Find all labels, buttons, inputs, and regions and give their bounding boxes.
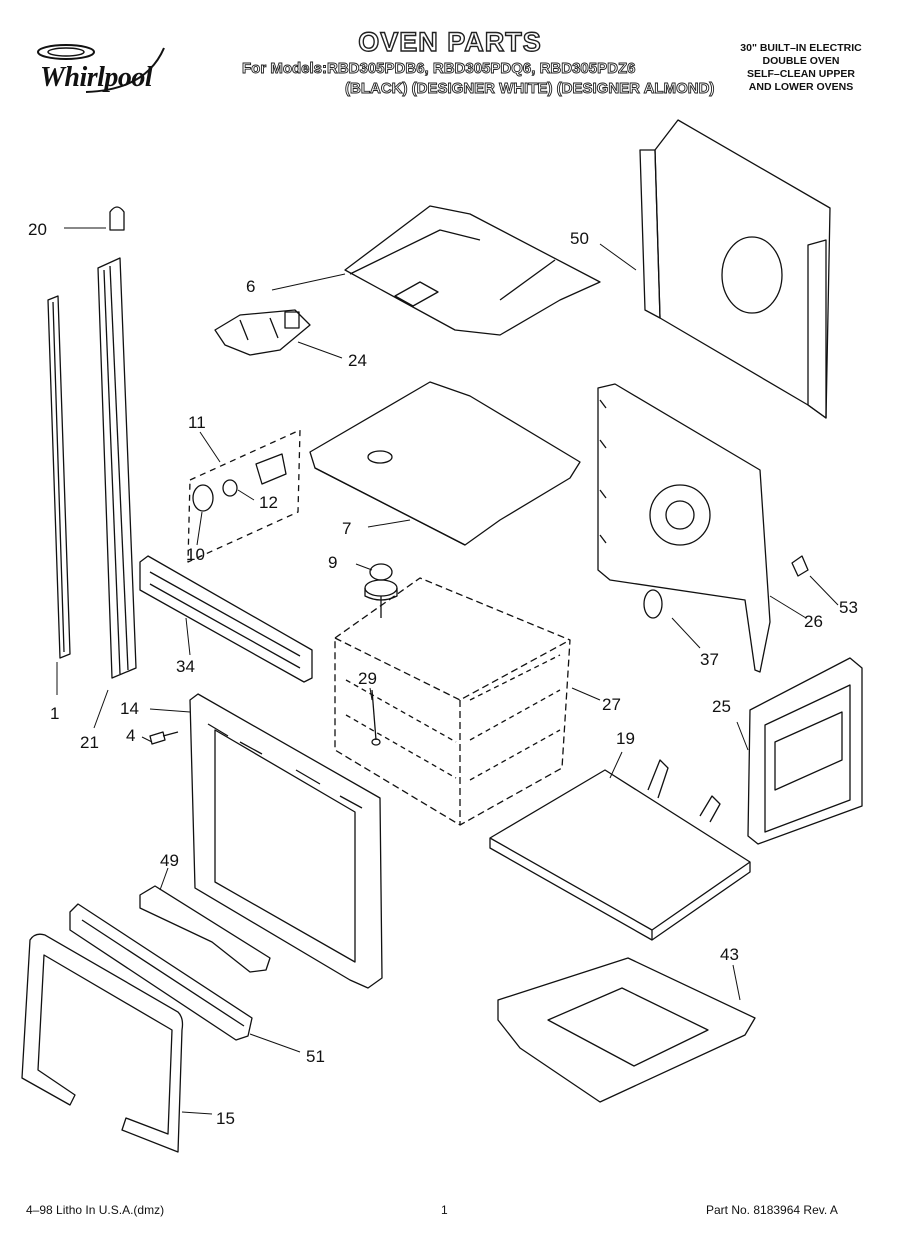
callout-20: 20	[28, 220, 47, 239]
part-21-side-trim	[97, 257, 137, 679]
page-title: OVEN PARTS	[358, 26, 542, 57]
description-line: DOUBLE OVEN	[762, 55, 840, 67]
part-number: Part No. 8183964 Rev. A	[706, 1203, 838, 1217]
parts-10-11-12-knob-group	[187, 429, 301, 563]
callout-34: 34	[176, 657, 195, 676]
part-24-switch-bracket	[214, 309, 311, 356]
callout-25: 25	[712, 697, 731, 716]
callout-50: 50	[570, 229, 589, 248]
part-6-top-shield	[344, 205, 601, 336]
page-number: 1	[441, 1203, 448, 1217]
models-line: For Models:RBD305PDB6, RBD305PDQ6, RBD30…	[242, 60, 636, 78]
callout-53: 53	[839, 598, 858, 617]
callout-10: 10	[186, 545, 205, 564]
callout-21: 21	[80, 733, 99, 752]
description-line: SELF–CLEAN UPPER	[747, 68, 855, 80]
description-line: AND LOWER OVENS	[748, 81, 854, 93]
callout-6: 6	[246, 277, 255, 296]
part-51-bottom-trim	[69, 903, 253, 1041]
callout-27: 27	[602, 695, 621, 714]
logo-swirl-icon	[37, 44, 165, 93]
footer-print-info: 4–98 Litho In U.S.A.(dmz)	[26, 1203, 165, 1217]
callout-43: 43	[720, 945, 739, 964]
part-25-side-panel	[747, 657, 863, 845]
callout-12: 12	[259, 493, 278, 512]
whirlpool-logo: Whirlpool	[26, 40, 186, 100]
part-34-vent-grille	[139, 555, 313, 683]
appliance-description: 30" BUILT–IN ELECTRIC DOUBLE OVEN SELF–C…	[716, 42, 886, 94]
colors-line: (BLACK) (DESIGNER WHITE) (DESIGNER ALMON…	[345, 80, 715, 98]
callout-26: 26	[804, 612, 823, 631]
part-37-thermal-switch	[643, 589, 663, 619]
callout-49: 49	[160, 851, 179, 870]
part-9-sensor	[364, 563, 398, 618]
brand-name: Whirlpool	[40, 62, 153, 93]
part-29-rod	[371, 689, 381, 746]
part-27-oven-cavity	[334, 577, 571, 826]
callout-1: 1	[50, 704, 59, 723]
callout-9: 9	[328, 553, 337, 572]
part-15-gasket	[21, 933, 184, 1153]
callout-11: 11	[188, 413, 206, 432]
callout-15: 15	[216, 1109, 235, 1128]
callout-24: 24	[348, 351, 367, 370]
part-14-front-frame	[189, 693, 383, 989]
part-19-bottom-plate	[489, 759, 751, 941]
description-line: 30" BUILT–IN ELECTRIC	[740, 42, 862, 54]
callout-14: 14	[120, 699, 139, 718]
part-1-trim-strip	[47, 295, 71, 659]
callout-51: 51	[306, 1047, 325, 1066]
callout-4: 4	[126, 726, 135, 745]
callout-19: 19	[616, 729, 635, 748]
part-50-rear-panel	[639, 119, 831, 419]
part-26-side-panel	[597, 383, 771, 673]
callout-leaders	[56, 227, 839, 1115]
part-4-screw	[149, 731, 179, 745]
part-53-clip	[791, 555, 809, 577]
part-20-end-cap	[109, 206, 125, 231]
callout-29: 29	[358, 669, 377, 688]
part-43-drip-tray	[497, 957, 756, 1103]
callout-labels: 20 6 50 24 11 12 7 10 9 53 26 34 37 29 2…	[28, 220, 858, 1128]
part-7-top-plate	[309, 381, 581, 546]
callout-7: 7	[342, 519, 351, 538]
callout-37: 37	[700, 650, 719, 669]
part-49-bracket	[139, 885, 271, 973]
